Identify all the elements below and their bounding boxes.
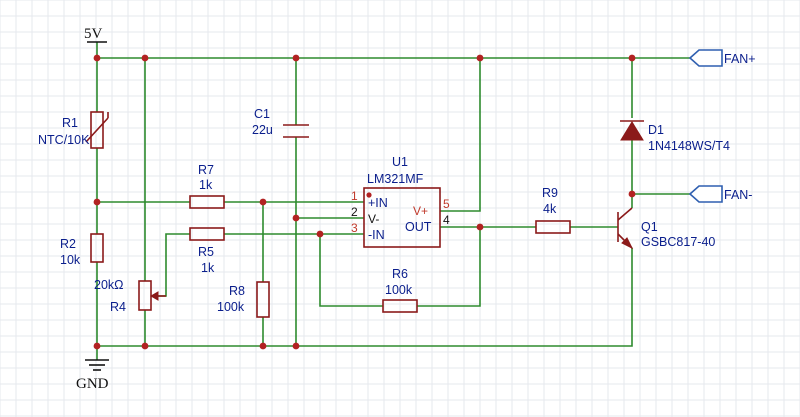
opamp-u1[interactable]: U1 LM321MF 1 2 3 5 4 +IN V- -IN V+ OUT xyxy=(351,155,450,248)
junctions xyxy=(93,54,636,350)
resistor-r9[interactable]: R9 4k xyxy=(535,186,571,234)
junction-dot xyxy=(292,342,300,350)
vcc-label: 5V xyxy=(84,26,103,42)
resistor-r8[interactable]: R8 100k xyxy=(217,281,270,318)
junction-dot xyxy=(628,190,636,198)
r7-ref: R7 xyxy=(198,163,214,177)
r7-value: 1k xyxy=(199,178,213,192)
junction-dot xyxy=(476,223,484,231)
port-fan-plus[interactable]: FAN+ xyxy=(688,49,756,67)
r6-ref: R6 xyxy=(392,267,408,281)
q1-value: GSBC817-40 xyxy=(641,235,715,249)
r5-value: 1k xyxy=(201,261,215,275)
r9-value: 4k xyxy=(543,202,557,216)
junction-dot xyxy=(292,214,300,222)
u1-pin4-number: 4 xyxy=(443,213,450,227)
resistor-r6[interactable]: R6 100k xyxy=(382,267,418,313)
vcc-symbol: 5V xyxy=(84,26,107,43)
junction-dot xyxy=(259,198,267,206)
junction-dot xyxy=(628,54,636,62)
junction-dot xyxy=(316,230,324,238)
r1-value: NTC/10K xyxy=(38,133,90,147)
c1-ref: C1 xyxy=(254,107,270,121)
r5-ref: R5 xyxy=(198,245,214,259)
junction-dot xyxy=(292,54,300,62)
junction-dot xyxy=(259,342,267,350)
r4-value: 20kΩ xyxy=(94,278,124,292)
r1-ref: R1 xyxy=(62,116,78,130)
u1-pin3-number: 3 xyxy=(351,221,358,235)
u1-pin-in-plus: +IN xyxy=(368,196,388,210)
potentiometer-r4[interactable]: 20kΩ R4 xyxy=(94,278,166,314)
u1-pin2-number: 2 xyxy=(351,205,358,219)
u1-pin5-number: 5 xyxy=(443,197,450,211)
port-fan-minus[interactable]: FAN- xyxy=(688,185,752,203)
wire-gnd-rail xyxy=(97,248,633,347)
r8-ref: R8 xyxy=(229,284,245,298)
u1-pin-vplus: V+ xyxy=(413,204,428,218)
q1-ref: Q1 xyxy=(641,220,658,234)
u1-value: LM321MF xyxy=(367,172,424,186)
port-flag-shape xyxy=(688,185,723,203)
r2-ref: R2 xyxy=(60,237,76,251)
junction-dot xyxy=(93,342,101,350)
junction-dot xyxy=(93,54,101,62)
junction-dot xyxy=(476,54,484,62)
r4-ref: R4 xyxy=(110,300,126,314)
gnd-symbol: GND xyxy=(76,359,109,392)
r9-ref: R9 xyxy=(542,186,558,200)
capacitor-c1[interactable]: C1 22u xyxy=(252,107,309,138)
u1-ref: U1 xyxy=(392,155,408,169)
port-flag-shape xyxy=(688,49,723,67)
junction-dot xyxy=(141,342,149,350)
d1-value: 1N4148WS/T4 xyxy=(648,139,730,153)
wire-r6-feedback xyxy=(319,227,481,307)
wire-vcc-rail xyxy=(96,42,690,59)
gnd-label: GND xyxy=(76,376,109,392)
junction-dot xyxy=(93,198,101,206)
r2-value: 10k xyxy=(60,253,81,267)
pin1-marker xyxy=(366,192,372,198)
junction-dot xyxy=(141,54,149,62)
resistor-r5[interactable]: R5 1k xyxy=(189,227,225,275)
r6-value: 100k xyxy=(385,283,413,297)
c1-value: 22u xyxy=(252,123,273,137)
resistor-r2[interactable]: R2 10k xyxy=(60,233,104,267)
u1-pin1-number: 1 xyxy=(351,189,358,203)
resistor-r1-ntc[interactable]: R1 NTC/10K xyxy=(38,111,109,149)
d1-ref: D1 xyxy=(648,123,664,137)
diode-d1[interactable]: D1 1N4148WS/T4 xyxy=(620,120,730,153)
wires xyxy=(96,42,690,360)
port-fan-plus-label: FAN+ xyxy=(724,52,756,66)
u1-pin-out: OUT xyxy=(405,220,432,234)
port-fan-minus-label: FAN- xyxy=(724,188,752,202)
wire-u1-vplus xyxy=(440,58,481,212)
u1-pin-in-minus: -IN xyxy=(368,228,385,242)
r8-value: 100k xyxy=(217,300,245,314)
resistor-r7[interactable]: R7 1k xyxy=(189,163,225,209)
u1-pin-vminus: V- xyxy=(368,212,379,226)
wire-r5-in-minus xyxy=(152,233,364,297)
transistor-q1[interactable]: Q1 GSBC817-40 xyxy=(617,207,715,250)
